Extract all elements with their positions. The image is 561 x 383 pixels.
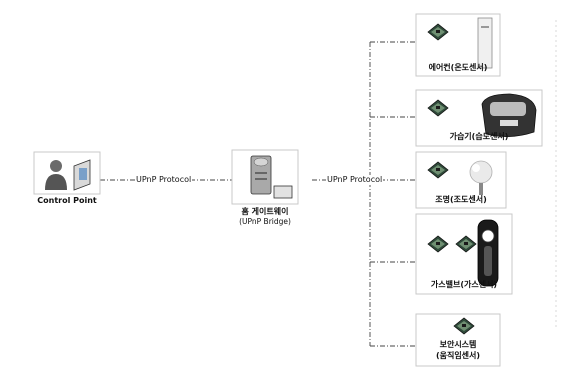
aircon-icon (427, 17, 493, 69)
humidifier-icon (427, 93, 537, 137)
device-label-5: 보안시스템 (439, 340, 477, 349)
device-box-3 (415, 151, 507, 209)
device-label-2: 가습기(습도센서) (449, 132, 509, 141)
protocol-label-right: UPnP Protocol (326, 175, 384, 185)
control-point-icon (33, 151, 101, 195)
device-label-5-sub: (움직임센서) (435, 351, 481, 360)
protocol-label-left: UPnP Protocol (135, 175, 193, 185)
device-label-3: 조명(조도센서) (435, 195, 487, 204)
gateway-name: 홈 게이트웨이 (241, 207, 289, 216)
gateway-sub: (UPnP Bridge) (239, 217, 291, 226)
control-point-label: Control Point (37, 196, 97, 205)
lamp-icon (427, 160, 493, 195)
server-icon (231, 149, 299, 205)
device-box-5 (415, 313, 501, 367)
device-label-1: 에어컨(온도센서) (428, 63, 488, 72)
gas-valve-icon (427, 219, 499, 287)
device-label-4: 가스밸브(가스센서) (430, 280, 498, 289)
